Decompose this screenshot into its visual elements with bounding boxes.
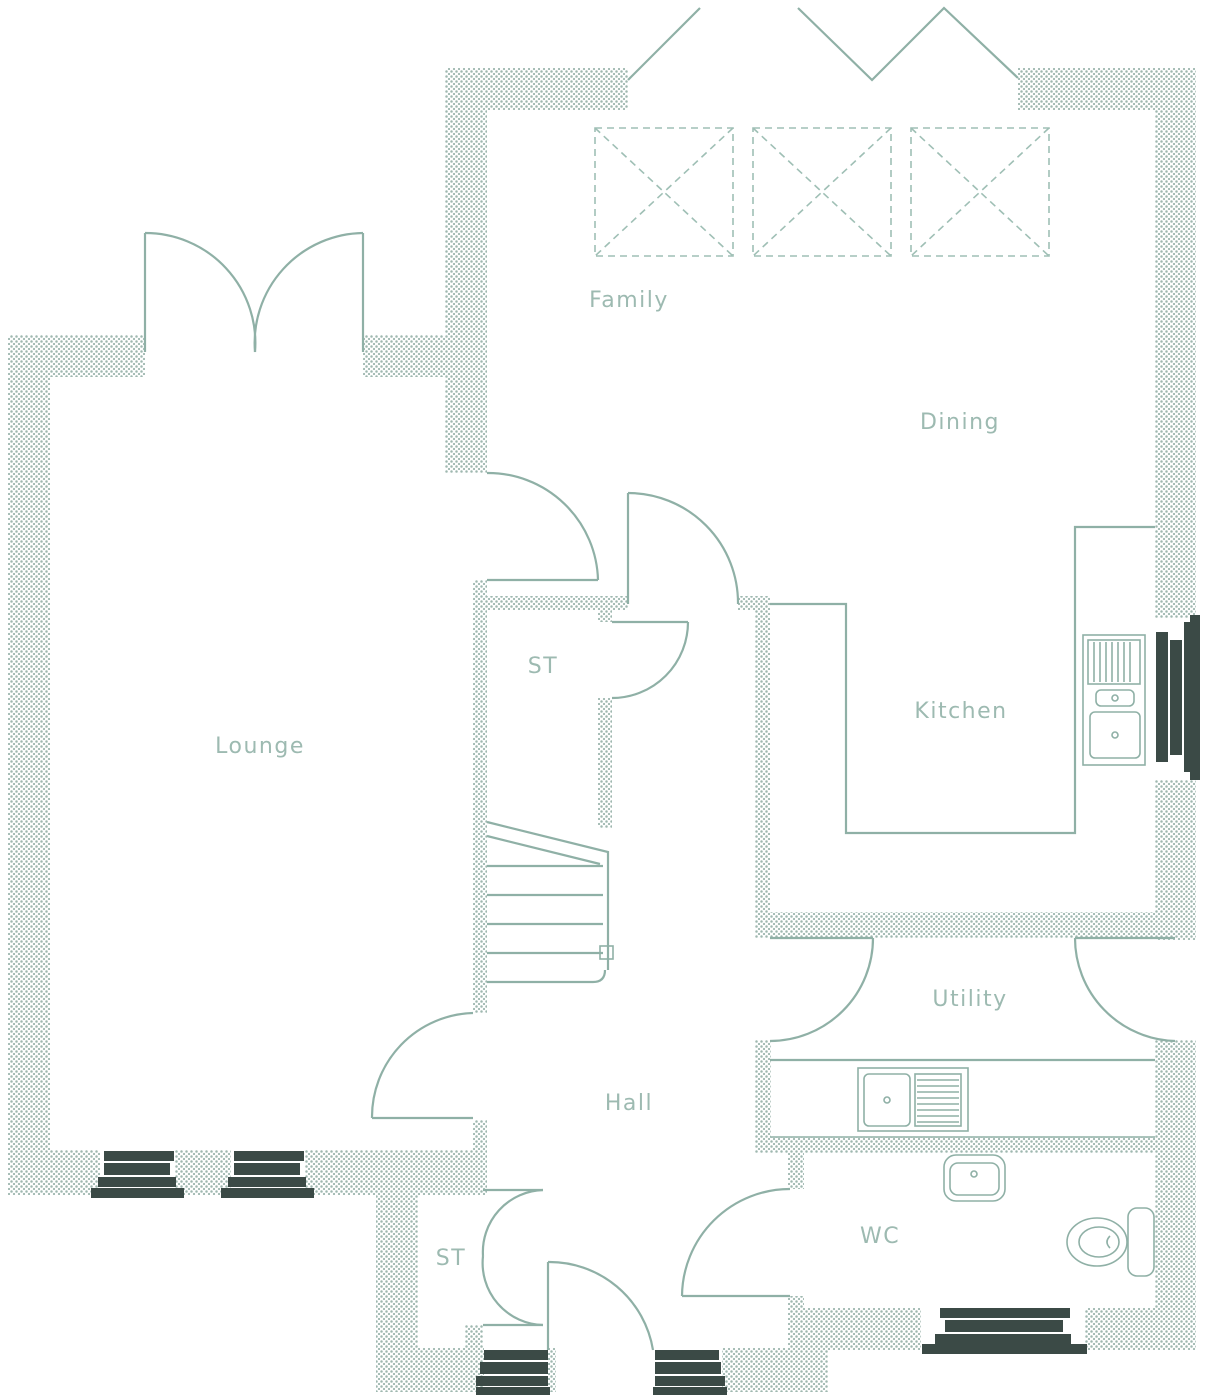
window-hall-left xyxy=(476,1350,550,1395)
room-label-store-lower: ST xyxy=(436,1246,466,1271)
door-hall-lounge xyxy=(370,1011,474,1120)
door-utility-external xyxy=(1073,936,1176,1043)
utility-worktop xyxy=(770,1058,1155,1138)
door-hall-dining xyxy=(626,491,740,605)
door-wc xyxy=(680,1187,791,1298)
bifold-door-family xyxy=(627,6,1019,82)
room-labels: Family Dining Kitchen Lounge ST Utility … xyxy=(215,288,1007,1271)
kitchen-units xyxy=(770,525,1155,835)
door-front xyxy=(546,1260,655,1351)
window-lounge-right xyxy=(221,1151,314,1198)
window-hall-right xyxy=(653,1350,727,1395)
window-wc xyxy=(922,1308,1087,1354)
window-lounge-left xyxy=(91,1151,184,1198)
doors xyxy=(143,6,1176,1351)
sink-icon xyxy=(1082,634,1146,766)
room-label-utility: Utility xyxy=(932,987,1007,1012)
basin-icon xyxy=(943,1154,1006,1202)
room-label-hall: Hall xyxy=(605,1091,653,1116)
door-store-lower xyxy=(481,1188,544,1327)
sink-icon xyxy=(857,1067,969,1132)
staircase-icon xyxy=(486,820,614,984)
door-lounge-family xyxy=(486,471,600,582)
french-door-lounge xyxy=(143,231,365,353)
toilet-icon xyxy=(1066,1207,1155,1277)
room-label-dining: Dining xyxy=(920,410,1000,435)
windows xyxy=(91,615,1200,1395)
walls xyxy=(8,68,1196,1392)
room-label-kitchen: Kitchen xyxy=(914,699,1007,724)
room-label-lounge: Lounge xyxy=(215,734,305,759)
skylight-icon xyxy=(594,127,1050,257)
room-label-family: Family xyxy=(589,288,669,313)
door-store-upper xyxy=(611,620,690,700)
room-label-store-upper: ST xyxy=(528,654,558,679)
door-utility xyxy=(769,936,875,1043)
window-kitchen xyxy=(1156,615,1200,780)
room-label-wc: WC xyxy=(860,1224,900,1249)
